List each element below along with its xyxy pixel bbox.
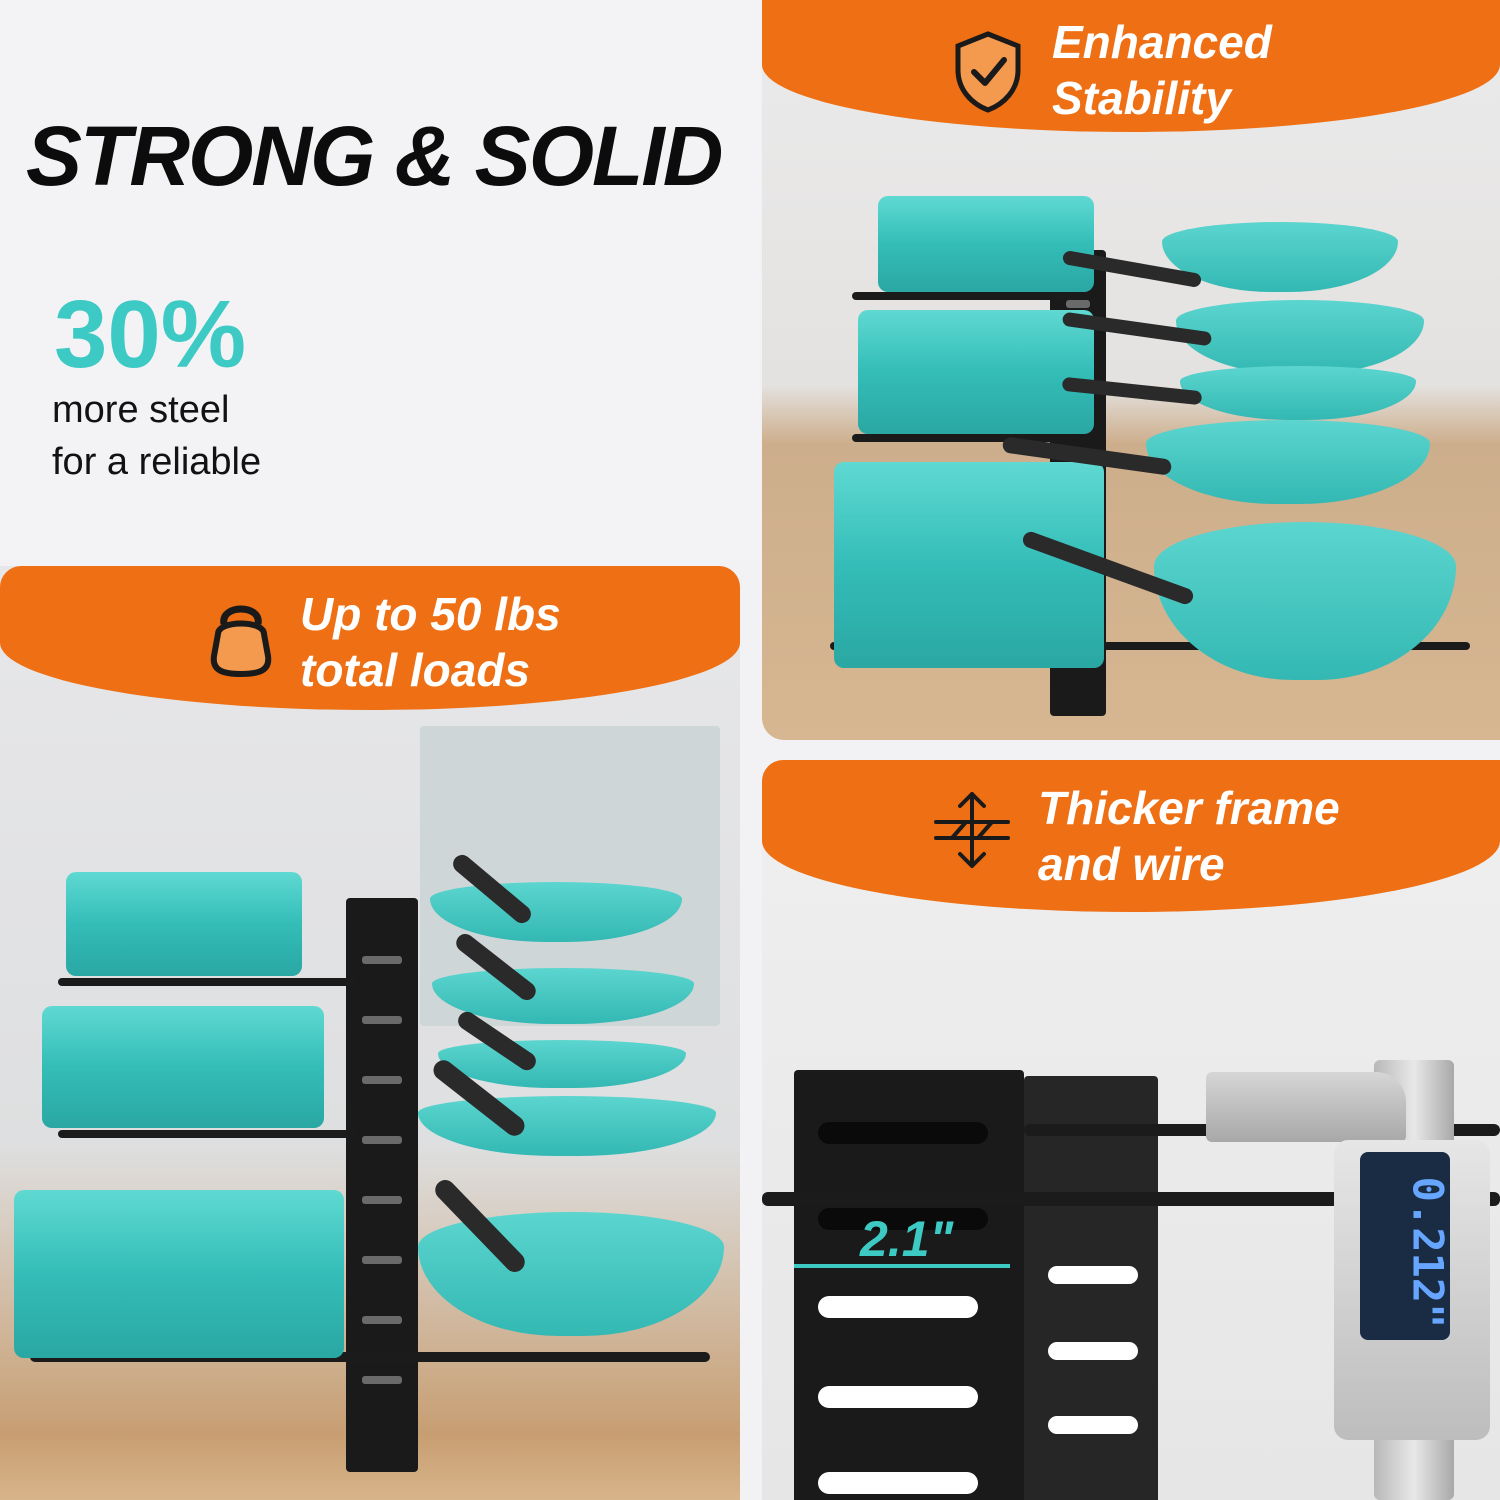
rack-slot (362, 1256, 402, 1264)
frame-slot (818, 1386, 978, 1408)
feature-banner-stability: Enhanced Stability (762, 0, 1500, 132)
frame-slot (1048, 1266, 1138, 1284)
frame-slot (818, 1296, 978, 1318)
feature-line2: total loads (300, 644, 531, 696)
frame-slot (818, 1122, 988, 1144)
frying-pan (418, 1096, 716, 1156)
rack-slot (362, 1136, 402, 1144)
rack-slot (362, 956, 402, 964)
saute-pan (1154, 522, 1456, 680)
shelf-wire (58, 1130, 358, 1138)
feature-line1: Thicker frame (1038, 782, 1340, 834)
frying-pan (432, 968, 694, 1024)
stock-pot (14, 1190, 344, 1358)
caliper-reading: 0.212" (1403, 1176, 1453, 1329)
load-capacity-photo (0, 566, 740, 1500)
feature-line1: Up to 50 lbs (300, 588, 561, 640)
frame-wire (762, 1192, 1500, 1206)
frying-pan (1176, 300, 1424, 374)
steel-percentage: 30% (54, 281, 247, 388)
kettlebell-icon (210, 605, 272, 678)
steel-description-line1: more steel (52, 389, 230, 431)
feature-line2: and wire (1038, 838, 1225, 890)
stock-pot (42, 1006, 324, 1128)
frame-slot (818, 1208, 988, 1230)
headline: STRONG & SOLID (26, 109, 723, 203)
stock-pot (834, 462, 1104, 668)
frying-pan (1180, 366, 1416, 420)
rack-slot (362, 1376, 402, 1384)
frame-slot (1048, 1416, 1138, 1434)
rack-slot (362, 1196, 402, 1204)
shelf-wire (852, 434, 1072, 442)
feature-banner-load: Up to 50 lbs total loads (0, 566, 740, 710)
measurement-line (794, 1264, 1010, 1268)
frying-pan (1146, 420, 1430, 504)
steel-description: more steel for a reliable (52, 384, 261, 488)
feature-text-load: Up to 50 lbs total loads (300, 586, 561, 698)
saute-pan (418, 1212, 724, 1336)
headline-panel: STRONG & SOLID 30% more steel for a reli… (0, 0, 760, 560)
base-wire (830, 642, 1470, 650)
stock-pot (66, 872, 302, 976)
shelf-wire (58, 978, 358, 986)
thickness-arrows-icon (934, 792, 1010, 868)
frame-slot (1048, 1342, 1138, 1360)
rack-slot (362, 1076, 402, 1084)
feature-text-thickness: Thicker frame and wire (1038, 780, 1340, 892)
rack-slot (1066, 300, 1090, 308)
feature-banner-thickness: Thicker frame and wire (762, 760, 1500, 912)
feature-line2: Stability (1052, 72, 1231, 124)
stock-pot (878, 196, 1094, 292)
frame-thickness-label: 2.1" (860, 1211, 954, 1267)
frying-pan (1162, 222, 1398, 292)
feature-text-stability: Enhanced Stability (1052, 14, 1272, 126)
caliper-jaw (1206, 1072, 1406, 1142)
rack-slot (362, 1316, 402, 1324)
caliper-display: 0.212" (1360, 1152, 1453, 1340)
feature-line1: Enhanced (1052, 16, 1272, 68)
base-wire (30, 1352, 710, 1362)
steel-description-line2: for a reliable (52, 441, 262, 483)
shelf-wire (852, 292, 1072, 300)
stock-pot (858, 310, 1094, 434)
frying-pan (438, 1040, 686, 1088)
rack-frame-side (1024, 1076, 1158, 1500)
frame-slot (818, 1472, 978, 1494)
shield-check-icon (955, 31, 1021, 113)
frying-pan (430, 882, 682, 942)
rack-slot (362, 1016, 402, 1024)
